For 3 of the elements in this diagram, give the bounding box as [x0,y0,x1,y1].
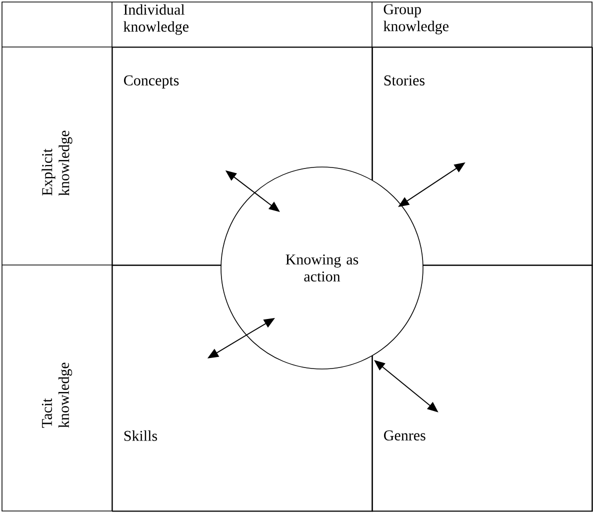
row-header: Explicit knowledge [42,130,72,196]
row-header: Tacit knowledge [42,362,72,428]
column-header: Group knowledge [384,4,448,34]
